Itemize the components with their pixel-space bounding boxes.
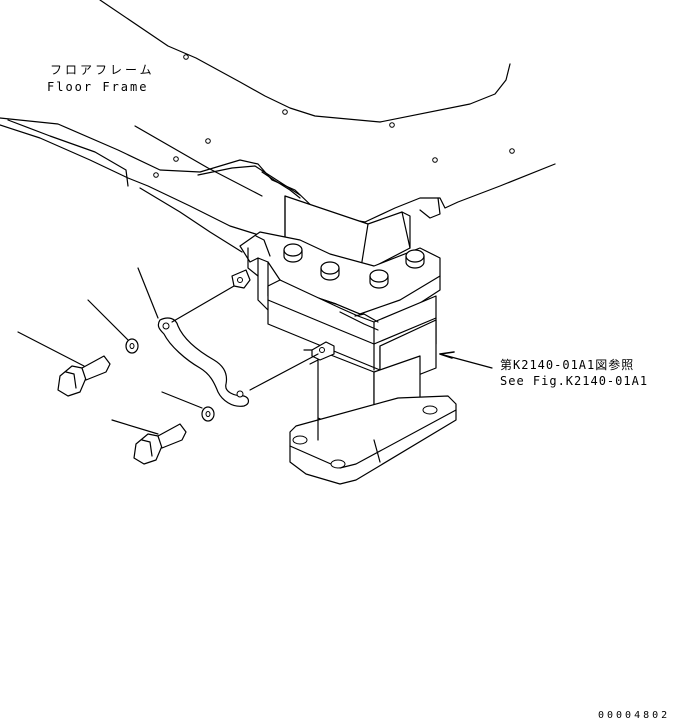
floor-frame-label-en: Floor Frame	[47, 80, 149, 94]
reference-label-en: See Fig.K2140-01A1	[500, 374, 649, 388]
bracket-bolts	[283, 243, 425, 289]
washers	[125, 338, 215, 422]
leader-lines	[17, 267, 493, 435]
reference-label-jp: 第K2140-01A1図参照	[500, 358, 635, 372]
bolts	[57, 355, 187, 465]
floor-frame	[0, 0, 556, 253]
floor-frame-label-jp: フロアフレーム	[50, 63, 155, 77]
ground-strap	[157, 269, 335, 407]
pedestal-base	[289, 349, 457, 485]
drawing-code: 00004802	[598, 710, 671, 721]
